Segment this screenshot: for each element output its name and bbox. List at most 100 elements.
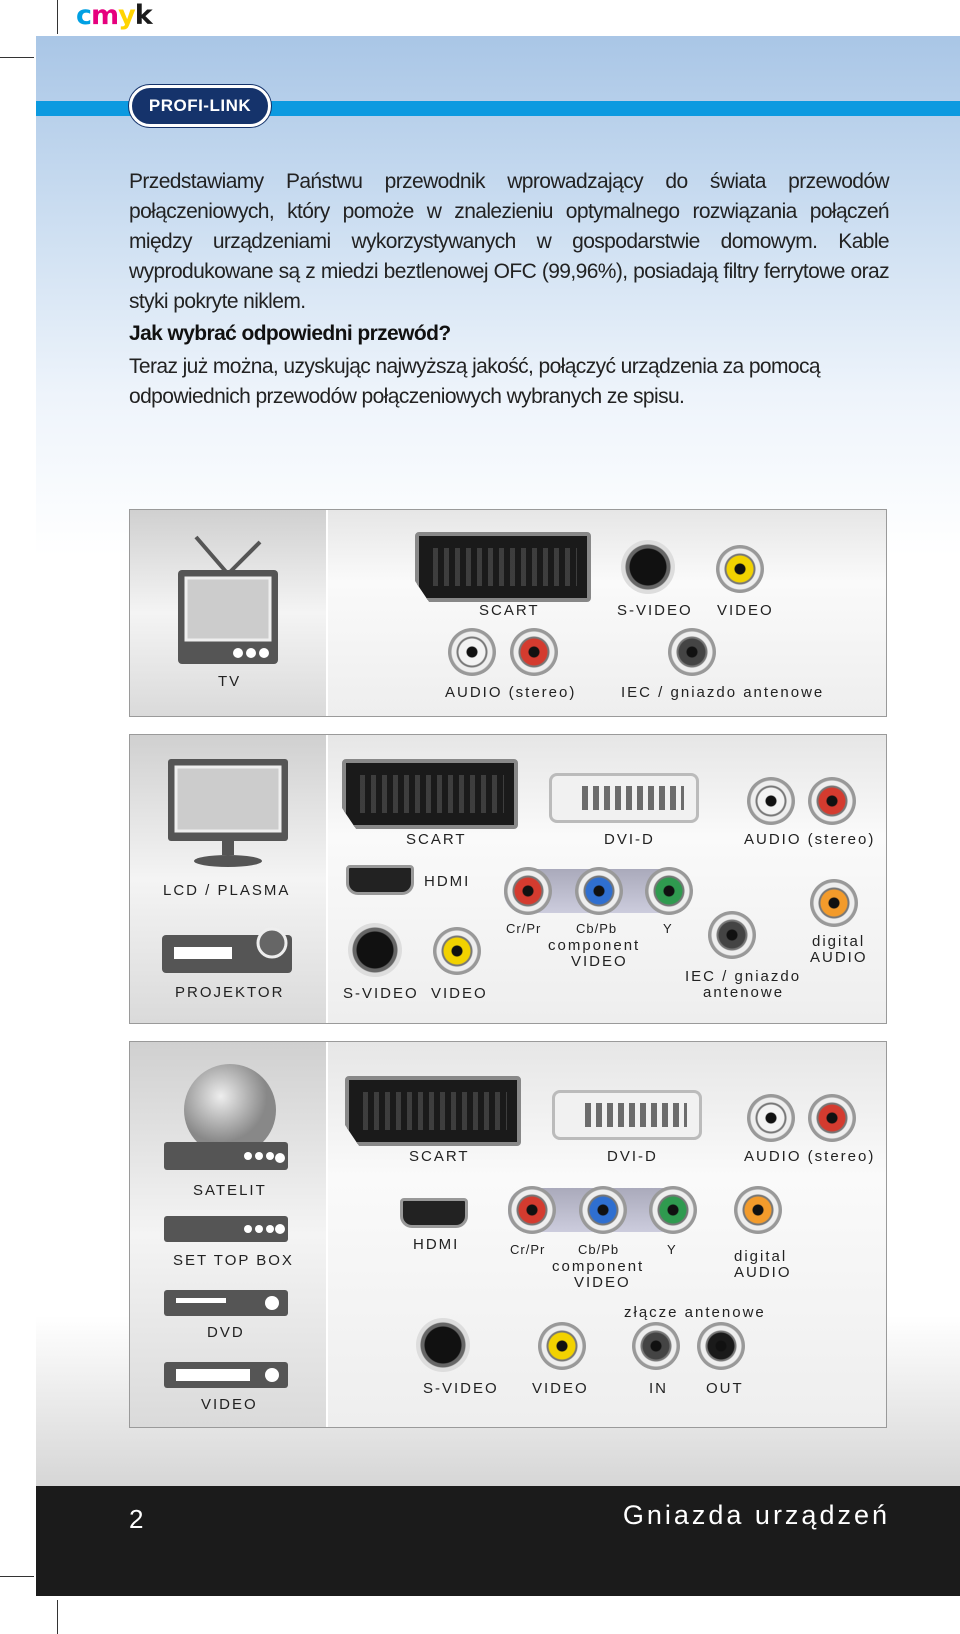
audio-right-connector-icon	[808, 1094, 856, 1142]
label-video: VIDEO	[532, 1380, 589, 1397]
label-hdmi: HDMI	[424, 873, 471, 890]
label-iec: IEC / gniazdo antenowe	[621, 684, 825, 701]
satellite-icon	[164, 1064, 288, 1170]
digital-audio-connector-icon	[734, 1186, 782, 1234]
dvi-connector-icon	[549, 773, 699, 823]
antenna-in-connector-icon	[632, 1322, 680, 1370]
digital-audio-connector-icon	[810, 879, 858, 927]
body-paragraph: Teraz już można, uzyskując najwyższą jak…	[129, 355, 821, 408]
label-iec-1: IEC / gniazdo	[685, 968, 802, 985]
antenna-out-connector-icon	[697, 1322, 745, 1370]
device-label-projector: PROJEKTOR	[175, 984, 285, 1001]
video-connector-icon	[538, 1322, 586, 1370]
page-number: 2	[129, 1504, 144, 1534]
video-connector-icon	[716, 545, 764, 593]
cmyk-y: y	[118, 0, 136, 31]
crop-mark	[0, 57, 34, 58]
video-connector-icon	[433, 927, 481, 975]
section-heading: Jak wybrać odpowiedni przewód?	[129, 322, 451, 345]
label-out: OUT	[706, 1380, 744, 1397]
device-label-tv: TV	[218, 673, 242, 690]
label-cbpb: Cb/Pb	[578, 1242, 620, 1257]
label-component-video: VIDEO	[574, 1274, 631, 1291]
vcr-icon	[164, 1362, 288, 1388]
scart-connector-icon	[345, 1076, 521, 1146]
audio-left-connector-icon	[747, 777, 795, 825]
audio-right-connector-icon	[808, 777, 856, 825]
scart-connector-icon	[342, 759, 518, 829]
component-y-connector-icon	[649, 1186, 697, 1234]
label-crpr: Cr/Pr	[506, 921, 542, 936]
monitor-icon	[168, 759, 288, 867]
label-iec-2: antenowe	[703, 984, 785, 1001]
scart-connector-icon	[415, 532, 591, 602]
svideo-connector-icon	[621, 540, 675, 594]
label-digital-audio: AUDIO	[810, 949, 868, 966]
iec-connector-icon	[668, 628, 716, 676]
component-cb-connector-icon	[579, 1186, 627, 1234]
label-svideo: S-VIDEO	[617, 602, 693, 619]
label-scart: SCART	[479, 602, 540, 619]
device-label-lcd: LCD / PLASMA	[163, 882, 291, 899]
dvd-icon	[164, 1290, 288, 1316]
component-cb-connector-icon	[575, 867, 623, 915]
device-label-dvd: DVD	[207, 1324, 245, 1341]
label-audio: AUDIO (stereo)	[445, 684, 577, 701]
crop-mark	[0, 1576, 34, 1577]
projector-icon	[162, 927, 292, 973]
tv-icon	[178, 535, 278, 664]
label-digital: digital	[812, 933, 866, 950]
audio-left-connector-icon	[448, 628, 496, 676]
label-digital-audio: AUDIO	[734, 1264, 792, 1281]
cmyk-m: m	[91, 0, 119, 31]
label-dvid: DVI-D	[604, 831, 655, 848]
audio-left-connector-icon	[747, 1094, 795, 1142]
set-top-box-icon	[164, 1216, 288, 1242]
footer-bar	[36, 1486, 960, 1596]
device-label-stb: SET TOP BOX	[173, 1252, 294, 1269]
panel-tv: TV SCART S-VIDEO VIDEO AUDIO (stereo) IE…	[129, 509, 887, 717]
hdmi-connector-icon	[346, 865, 414, 895]
intro-paragraph: Przedstawiamy Państwu przewodnik wprowad…	[129, 170, 890, 313]
label-audio: AUDIO (stereo)	[744, 831, 876, 848]
label-antenna: złącze antenowe	[624, 1304, 766, 1321]
label-component-video: VIDEO	[571, 953, 628, 970]
label-video: VIDEO	[717, 602, 774, 619]
label-component: component	[548, 937, 641, 954]
label-y: Y	[667, 1242, 677, 1257]
audio-right-connector-icon	[510, 628, 558, 676]
cmyk-mark: cmyk	[76, 0, 153, 31]
label-svideo: S-VIDEO	[343, 985, 419, 1002]
component-cr-connector-icon	[504, 867, 552, 915]
label-y: Y	[663, 921, 673, 936]
svideo-connector-icon	[416, 1318, 470, 1372]
component-y-connector-icon	[645, 867, 693, 915]
device-label-satellite: SATELIT	[193, 1182, 267, 1199]
label-crpr: Cr/Pr	[510, 1242, 546, 1257]
cmyk-c: c	[76, 0, 92, 31]
label-video: VIDEO	[431, 985, 488, 1002]
label-cbpb: Cb/Pb	[576, 921, 618, 936]
label-hdmi: HDMI	[413, 1236, 460, 1253]
label-scart: SCART	[409, 1148, 470, 1165]
label-audio: AUDIO (stereo)	[744, 1148, 876, 1165]
panel-sources: SATELIT SET TOP BOX DVD VIDEO SCART DVI-…	[129, 1041, 887, 1428]
label-digital: digital	[734, 1248, 788, 1265]
hdmi-connector-icon	[400, 1198, 468, 1228]
label-component: component	[552, 1258, 645, 1275]
component-cr-connector-icon	[508, 1186, 556, 1234]
dvi-connector-icon	[552, 1090, 702, 1140]
svideo-connector-icon	[348, 923, 402, 977]
device-label-video: VIDEO	[201, 1396, 258, 1413]
cmyk-k: k	[134, 0, 153, 31]
label-dvid: DVI-D	[607, 1148, 658, 1165]
label-scart: SCART	[406, 831, 467, 848]
label-svideo: S-VIDEO	[423, 1380, 499, 1397]
iec-connector-icon	[708, 911, 756, 959]
panel-lcd: LCD / PLASMA PROJEKTOR SCART DVI-D AUDIO…	[129, 734, 887, 1024]
crop-mark	[57, 0, 58, 34]
label-in: IN	[649, 1380, 668, 1397]
brand-logo: PROFI-LINK	[129, 85, 271, 127]
crop-mark	[57, 1600, 58, 1634]
footer-title: Gniazda urządzeń	[622, 1500, 890, 1530]
